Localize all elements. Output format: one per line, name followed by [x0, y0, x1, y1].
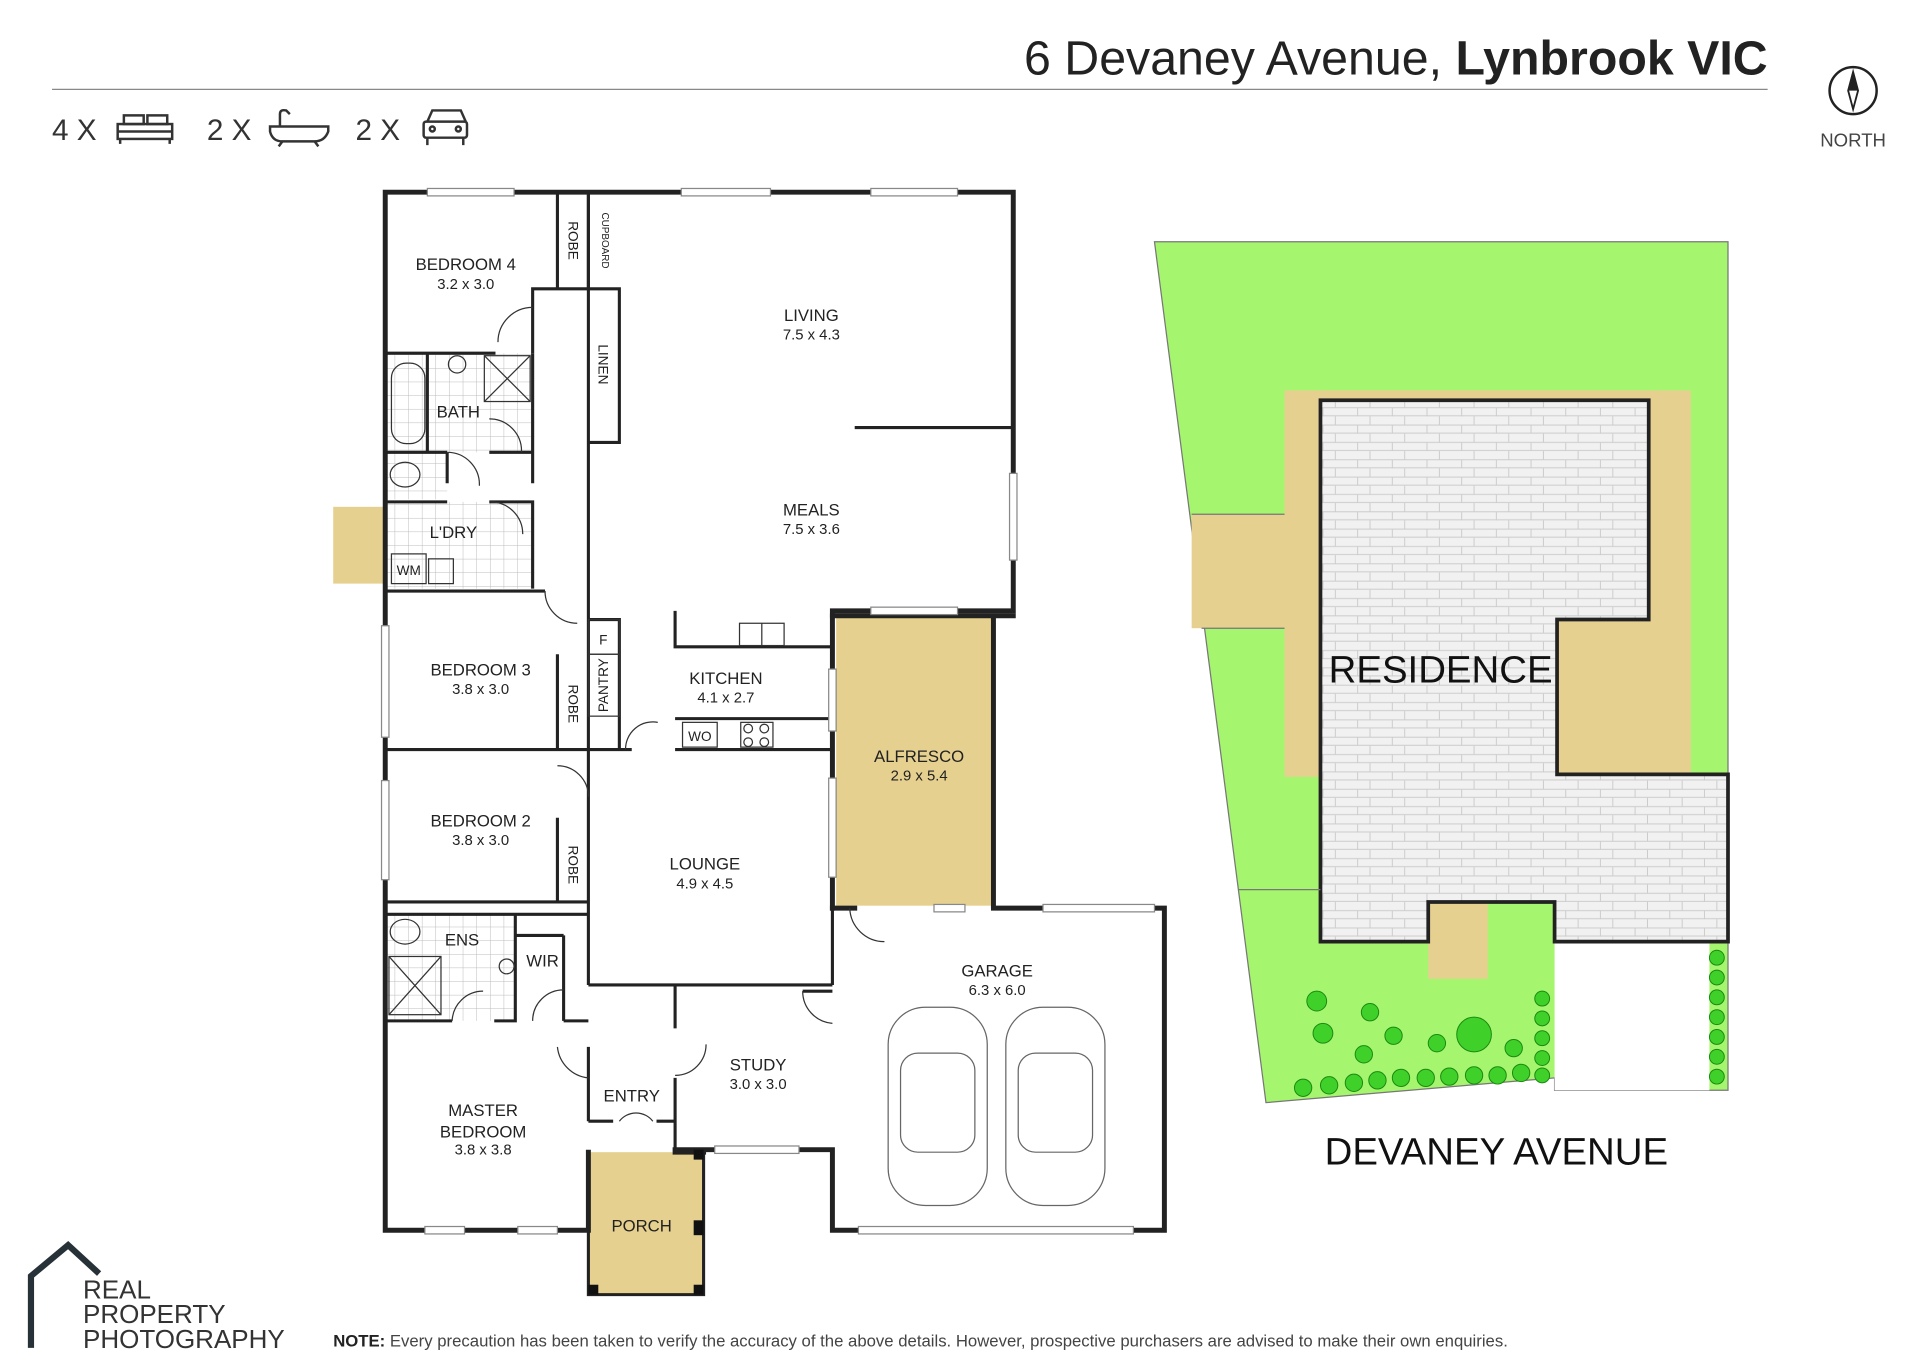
car-icon — [887, 1006, 1106, 1207]
bed-icon — [116, 114, 174, 144]
car-icon — [422, 109, 469, 146]
site-plan: RESIDENCE DEVANEY AVENUE — [1153, 241, 1730, 1174]
room-label-laundry: L'DRY — [430, 523, 477, 542]
residence-footprint — [1318, 398, 1730, 944]
address-suburb: Lynbrook VIC — [1455, 32, 1767, 86]
bedroom-count: 4 X — [52, 114, 97, 147]
laundry-landing — [333, 506, 386, 584]
car-count: 2 X — [356, 114, 401, 147]
room-dims-bedroom-2: 3.8 x 3.0 — [452, 833, 509, 849]
room-dims-kitchen: 4.1 x 2.7 — [697, 691, 754, 707]
room-label-kitchen: KITCHEN — [689, 669, 762, 688]
room-label-alfresco: ALFRESCO — [874, 747, 964, 766]
note-text: Every precaution has been taken to verif… — [385, 1332, 1508, 1351]
room-label-bath: BATH — [437, 403, 480, 422]
cupboard-label: CUPBOARD — [599, 212, 610, 268]
robe-label-bedroom-3: ROBE — [566, 684, 581, 723]
robe-label-bedroom-4: ROBE — [566, 221, 581, 260]
address-title: 6 Devaney Avenue, Lynbrook VIC — [1024, 32, 1768, 86]
disclaimer-note: NOTE: Every precaution has been taken to… — [333, 1332, 1508, 1351]
room-dims-living: 7.5 x 4.3 — [783, 328, 840, 344]
room-label-bedroom-2: BEDROOM 2 — [430, 811, 530, 830]
room-dims-meals: 7.5 x 3.6 — [783, 522, 840, 538]
room-label-lounge: LOUNGE — [670, 855, 741, 874]
room-label-porch: PORCH — [611, 1216, 671, 1235]
room-label-living: LIVING — [784, 306, 839, 325]
street-label: DEVANEY AVENUE — [1325, 1131, 1669, 1174]
room-dims-garage: 6.3 x 6.0 — [969, 983, 1026, 999]
logo-line-1: REAL — [83, 1274, 151, 1304]
bath-icon — [268, 108, 330, 148]
room-dims-bedroom-3: 3.8 x 3.0 — [452, 682, 509, 698]
wall-oven-label: WO — [688, 729, 711, 744]
floor-plan: BEDROOM 4 3.2 x 3.0 LIVING 7.5 x 4.3 MEA… — [333, 187, 1167, 1297]
room-label-wir: WIR — [526, 951, 558, 970]
room-dims-study: 3.0 x 3.0 — [730, 1077, 787, 1093]
north-label: NORTH — [1820, 129, 1886, 150]
room-label-bedroom-4: BEDROOM 4 — [416, 255, 516, 274]
room-label-master-2: BEDROOM — [440, 1122, 526, 1141]
company-logo: REAL PROPERTY PHOTOGRAPHY — [27, 1240, 285, 1354]
tree-icons — [1293, 949, 1725, 1097]
driveway — [1554, 941, 1710, 1091]
room-label-master: MASTER — [448, 1101, 518, 1120]
bathroom-count: 2 X — [207, 114, 252, 147]
pantry-label: PANTRY — [596, 658, 611, 712]
porch-area — [588, 1152, 704, 1295]
logo-line-3: PHOTOGRAPHY — [83, 1324, 285, 1354]
linen-label: LINEN — [595, 344, 610, 384]
room-label-entry: ENTRY — [604, 1086, 660, 1105]
room-dims-bedroom-4: 3.2 x 3.0 — [437, 277, 494, 293]
washing-machine-label: WM — [397, 563, 421, 578]
north-compass-icon — [1828, 65, 1878, 116]
room-label-bedroom-3: BEDROOM 3 — [430, 660, 530, 679]
fridge-label: F — [599, 632, 607, 647]
address-street: 6 Devaney Avenue, — [1024, 32, 1455, 86]
room-label-ensuite: ENS — [445, 930, 479, 949]
room-label-study: STUDY — [730, 1055, 787, 1074]
room-label-meals: MEALS — [783, 500, 840, 519]
alfresco-area — [836, 615, 994, 906]
room-dims-alfresco: 2.9 x 5.4 — [891, 769, 948, 785]
logo-line-2: PROPERTY — [83, 1299, 226, 1329]
room-dims-master: 3.8 x 3.8 — [455, 1143, 512, 1159]
note-label: NOTE: — [333, 1332, 385, 1351]
residence-label: RESIDENCE — [1329, 649, 1553, 692]
room-label-garage: GARAGE — [961, 961, 1033, 980]
robe-label-bedroom-2: ROBE — [566, 846, 581, 885]
room-dims-lounge: 4.9 x 4.5 — [676, 876, 733, 892]
